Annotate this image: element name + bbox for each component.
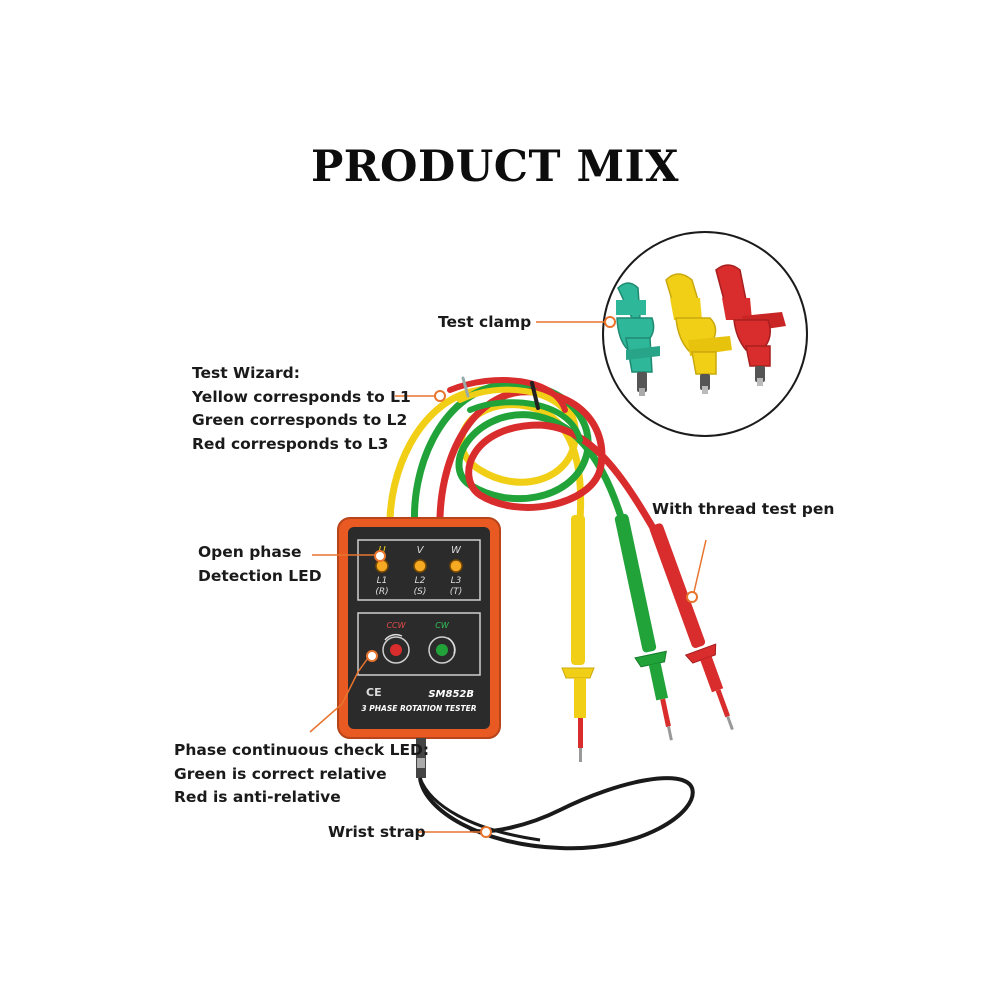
cw-label: CW — [435, 621, 450, 630]
led-cw — [436, 644, 448, 656]
yellow-clamp — [665, 273, 732, 394]
label-test-wizard: Test Wizard: Yellow corresponds to L1 Gr… — [192, 364, 411, 453]
label-thread-pen: With thread test pen — [652, 500, 835, 518]
yellow-pen — [561, 515, 595, 762]
test-pens — [561, 513, 734, 762]
ce-mark: CE — [366, 686, 382, 699]
model-label: SM852B — [428, 689, 474, 700]
green-pen — [614, 513, 673, 741]
led-ccw — [390, 644, 402, 656]
teal-clamp — [616, 282, 660, 396]
callouts — [309, 321, 707, 833]
page-title: PRODUCT MIX — [310, 142, 680, 192]
label-test-clamp: Test clamp — [438, 313, 532, 331]
line-3-label: L3 — [451, 576, 462, 586]
phase-v-label: V — [417, 545, 425, 556]
ccw-label: CCW — [386, 621, 406, 630]
line-1-label: L1 — [377, 576, 388, 586]
line-2-label: L2 — [415, 576, 426, 586]
clamp-inset — [602, 231, 808, 437]
label-open-phase: Open phase Detection LED — [198, 543, 322, 585]
led-w — [449, 559, 463, 573]
device-name-label: 3 PHASE ROTATION TESTER — [361, 704, 476, 713]
callout-dots — [366, 316, 698, 838]
sub-t-label: (T) — [450, 587, 463, 597]
cables — [386, 376, 664, 544]
label-phase-check: Phase continuous check LED: Green is cor… — [174, 741, 430, 806]
label-wrist-strap: Wrist strap — [328, 823, 426, 841]
led-v — [413, 559, 427, 573]
sub-s-label: (S) — [414, 587, 427, 597]
red-clamp — [715, 264, 786, 386]
red-pen — [649, 523, 734, 731]
tester-device: U V W L1 L2 L3 (R) (S) (T) CCW CW CE SM8… — [337, 517, 501, 739]
sub-r-label: (R) — [375, 587, 388, 597]
phase-w-label: W — [451, 545, 462, 556]
led-u — [375, 559, 389, 573]
